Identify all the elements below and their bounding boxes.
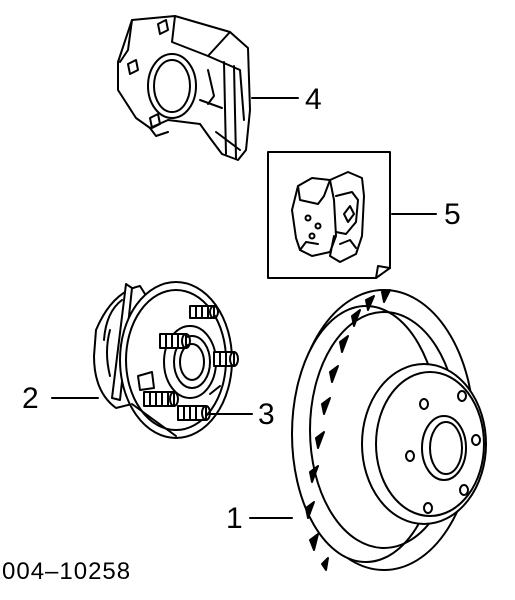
brake-pads-box: [267, 151, 391, 279]
callout-number-5: 5: [444, 198, 461, 231]
brake-rotor-illustration: [291, 289, 487, 571]
diagram-code: 004–10258: [2, 558, 132, 585]
callout-number-2: 2: [22, 382, 39, 415]
wheel-studs-illustration: [137, 305, 239, 421]
brake-caliper-illustration: [117, 15, 251, 161]
brake-pads-illustration: [291, 171, 365, 263]
hub-bearing-illustration: [93, 281, 239, 439]
callout-number-4: 4: [305, 83, 322, 116]
callout-number-3: 3: [258, 398, 275, 431]
callout-number-1: 1: [226, 502, 243, 535]
